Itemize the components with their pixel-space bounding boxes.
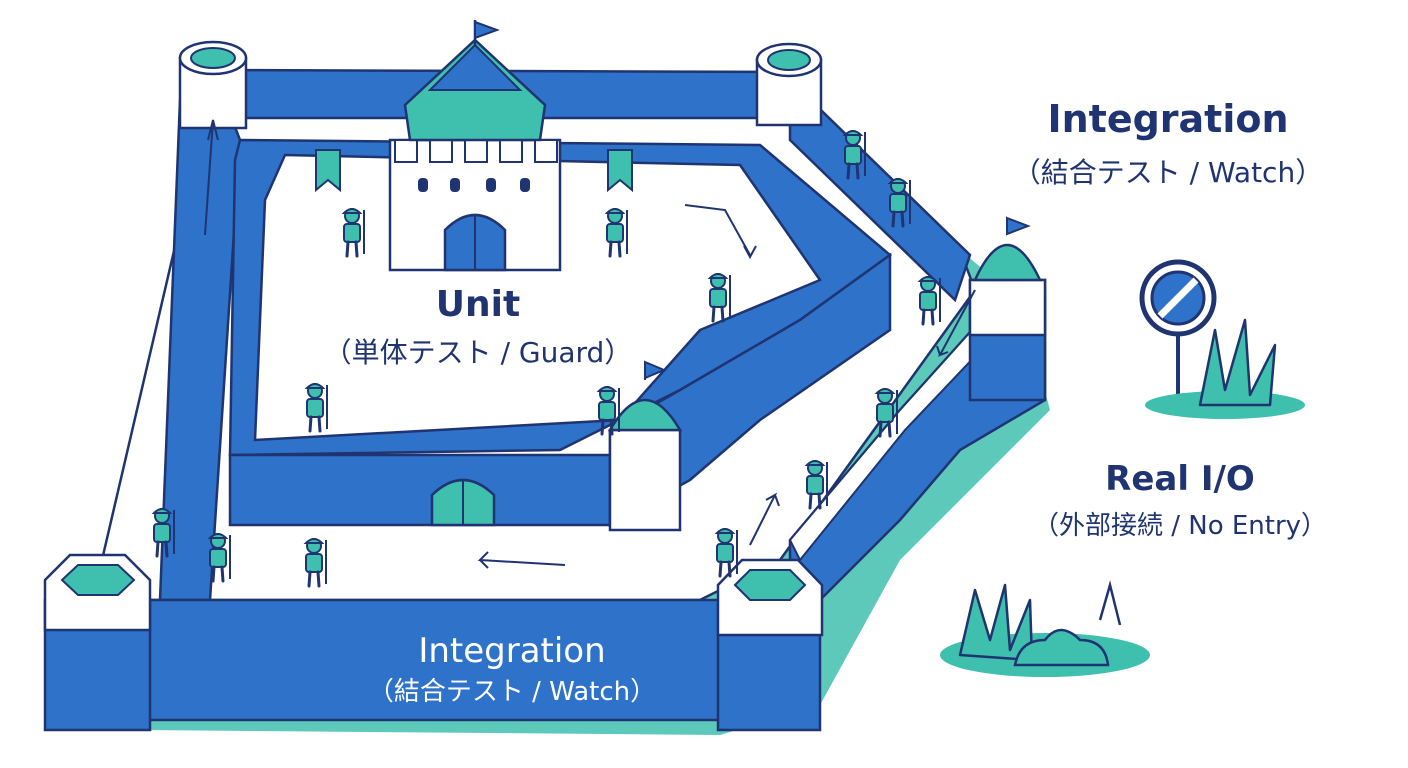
no-entry-icon: [1139, 259, 1217, 405]
corner-tower-right: [968, 216, 1047, 402]
integration-wall-subtitle: （結合テスト / Watch）: [368, 677, 656, 707]
inner-turret: [607, 360, 683, 532]
grass-patch-bottom: [940, 580, 1150, 677]
unit-title: Unit: [436, 284, 520, 325]
integration-outer-label: Integration （結合テスト / Watch）: [1013, 97, 1323, 189]
grass-patch-right: [1145, 318, 1305, 419]
castle-keep-icon: [315, 20, 633, 272]
corner-tower-back-left: [178, 40, 248, 130]
integration-outer-title: Integration: [1047, 97, 1288, 141]
integration-wall-label: Integration （結合テスト / Watch）: [368, 631, 656, 707]
real-io-title: Real I/O: [1105, 459, 1255, 499]
corner-tower-front-left: [43, 553, 152, 732]
integration-wall-title: Integration: [418, 631, 605, 671]
integration-outer-subtitle: （結合テスト / Watch）: [1013, 156, 1323, 189]
real-io-label: Real I/O （外部接続 / No Entry）: [1033, 459, 1327, 541]
corner-tower-back-right: [755, 42, 823, 127]
unit-zone-label: Unit （単体テスト / Guard）: [324, 284, 633, 369]
corner-tower-front-right: [716, 558, 824, 732]
patrol-arrows: [204, 119, 976, 569]
real-io-subtitle: （外部接続 / No Entry）: [1033, 511, 1327, 541]
unit-subtitle: （単体テスト / Guard）: [324, 336, 633, 369]
